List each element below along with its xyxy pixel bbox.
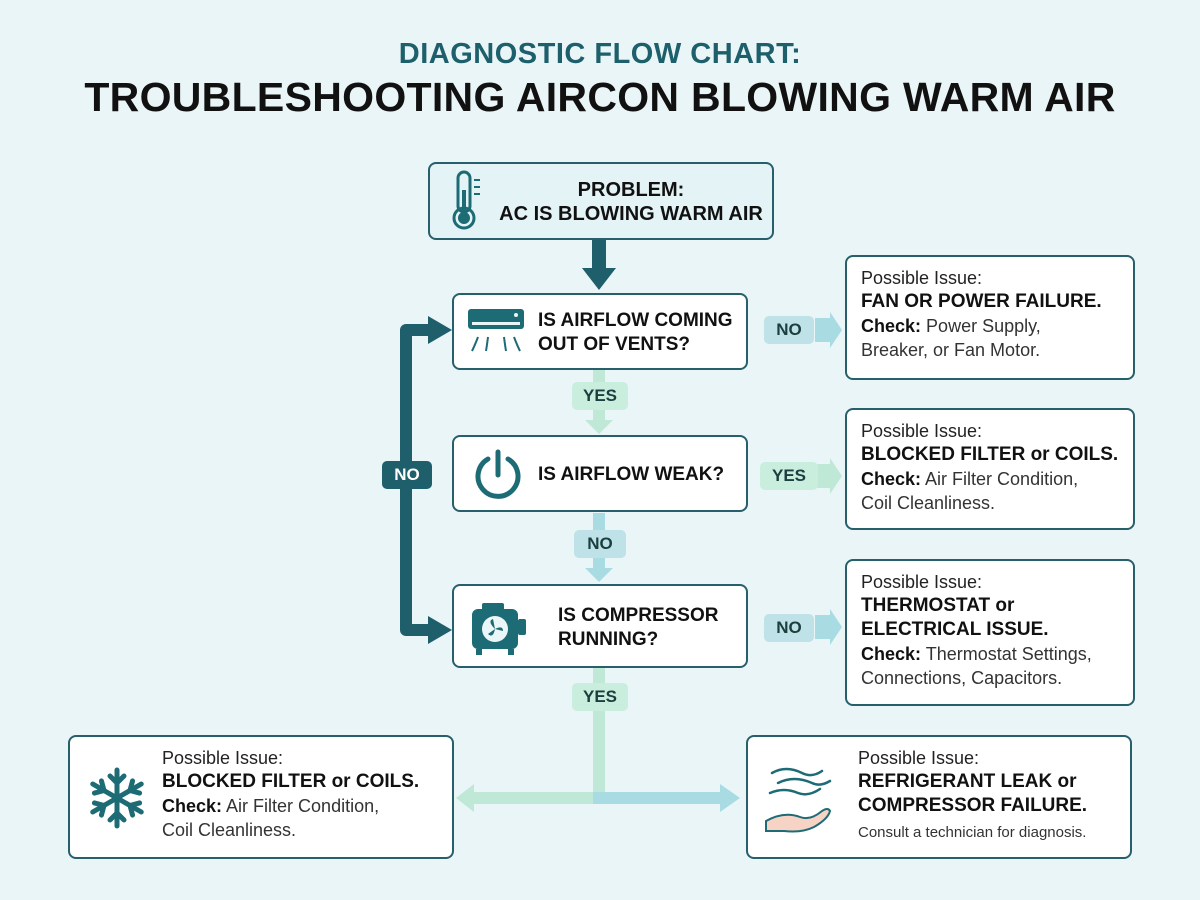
problem-description: AC IS BLOWING WARM AIR <box>499 203 763 225</box>
issue-box-fan-power: Possible Issue: FAN OR POWER FAILURE. Ch… <box>845 255 1135 380</box>
arrow-q1-right <box>815 312 842 348</box>
issue-box-refrigerant: Possible Issue: REFRIGERANT LEAK or COMP… <box>746 735 1132 859</box>
issue-fan-check-label: Check: <box>861 316 922 336</box>
question-1-line-2: OUT OF VENTS? <box>538 334 690 355</box>
issue-blocked-bottom-check-label: Check: <box>162 796 223 816</box>
issue-blocked-right-check-label: Check: <box>861 469 922 489</box>
issue-thermo-title-2: ELECTRICAL ISSUE. <box>861 619 1049 640</box>
arrow-problem-to-q1 <box>582 240 616 290</box>
chart-subtitle: DIAGNOSTIC FLOW CHART: <box>398 38 802 70</box>
question-box-airflow-coming: IS AIRFLOW COMING OUT OF VENTS? <box>452 293 748 370</box>
air-conditioner-icon <box>468 309 524 352</box>
issue-fan-check-1: Power Supply, <box>926 316 1041 336</box>
issue-blocked-bottom-head: Possible Issue: <box>162 748 284 768</box>
arrow-split-left <box>456 784 605 812</box>
issue-thermo-check-1: Thermostat Settings, <box>925 644 1092 664</box>
issue-fan-title: FAN OR POWER FAILURE. <box>861 291 1102 312</box>
issue-fan-check-2: Breaker, or Fan Motor. <box>861 340 1041 360</box>
q3-yes-tag: YES <box>572 683 628 711</box>
arrow-q3-right <box>815 609 842 645</box>
loop-back-no-tag: NO <box>382 461 432 489</box>
issue-thermo-head: Possible Issue: <box>861 572 983 592</box>
issue-fan-head: Possible Issue: <box>861 268 983 288</box>
power-icon <box>475 449 521 499</box>
question-2-text: IS AIRFLOW WEAK? <box>538 464 725 485</box>
issue-thermo-title-1: THERMOSTAT or <box>861 595 1015 616</box>
chart-title: TROUBLESHOOTING AIRCON BLOWING WARM AIR <box>84 74 1116 120</box>
issue-refrigerant-head: Possible Issue: <box>858 748 980 768</box>
thermometer-icon <box>452 170 480 230</box>
issue-blocked-right-head: Possible Issue: <box>861 421 983 441</box>
issue-thermo-check-2: Connections, Capacitors. <box>861 668 1063 688</box>
issue-refrigerant-title-2: COMPRESSOR FAILURE. <box>858 795 1088 816</box>
q2-no-tag: NO <box>574 530 626 558</box>
issue-blocked-right-title: BLOCKED FILTER or COILS. <box>861 444 1119 465</box>
question-box-compressor-running: IS COMPRESSOR RUNNING? <box>452 584 748 668</box>
q2-yes-tag: YES <box>760 462 818 490</box>
issue-refrigerant-note: Consult a technician for diagnosis. <box>858 824 1087 841</box>
problem-box: PROBLEM: AC IS BLOWING WARM AIR <box>428 162 774 240</box>
snowflake-icon <box>90 767 144 829</box>
question-box-airflow-weak: IS AIRFLOW WEAK? <box>452 435 748 512</box>
issue-blocked-bottom-check-2: Coil Cleanliness. <box>162 820 297 840</box>
q3-no-tag: NO <box>764 614 814 642</box>
q1-yes-tag: YES <box>572 382 628 410</box>
arrow-split-right <box>593 784 740 812</box>
issue-box-blocked-filter-right: Possible Issue: BLOCKED FILTER or COILS.… <box>845 408 1135 530</box>
loop-back-arrowhead-bottom <box>428 616 452 644</box>
issue-refrigerant-title-1: REFRIGERANT LEAK or <box>858 771 1077 792</box>
arrow-q2-right <box>815 458 842 494</box>
issue-box-blocked-filter-bottom: Possible Issue: BLOCKED FILTER or COILS.… <box>68 735 454 859</box>
issue-blocked-bottom-title: BLOCKED FILTER or COILS. <box>162 771 420 792</box>
issue-box-thermostat: Possible Issue: THERMOSTAT or ELECTRICAL… <box>845 559 1135 706</box>
compressor-icon <box>472 603 526 655</box>
question-3-line-1: IS COMPRESSOR <box>558 605 719 626</box>
issue-thermo-check-label: Check: <box>861 644 922 664</box>
issue-blocked-right-check-2: Coil Cleanliness. <box>861 493 996 513</box>
question-1-line-1: IS AIRFLOW COMING <box>538 310 733 331</box>
question-3-line-2: RUNNING? <box>558 629 659 650</box>
loop-back-arrowhead-top <box>428 316 452 344</box>
issue-blocked-bottom-check-1: Air Filter Condition, <box>226 796 380 816</box>
problem-label: PROBLEM: <box>577 179 685 201</box>
issue-blocked-right-check-1: Air Filter Condition, <box>925 469 1079 489</box>
q1-no-tag: NO <box>764 316 814 344</box>
hand-airflow-icon <box>765 767 832 833</box>
